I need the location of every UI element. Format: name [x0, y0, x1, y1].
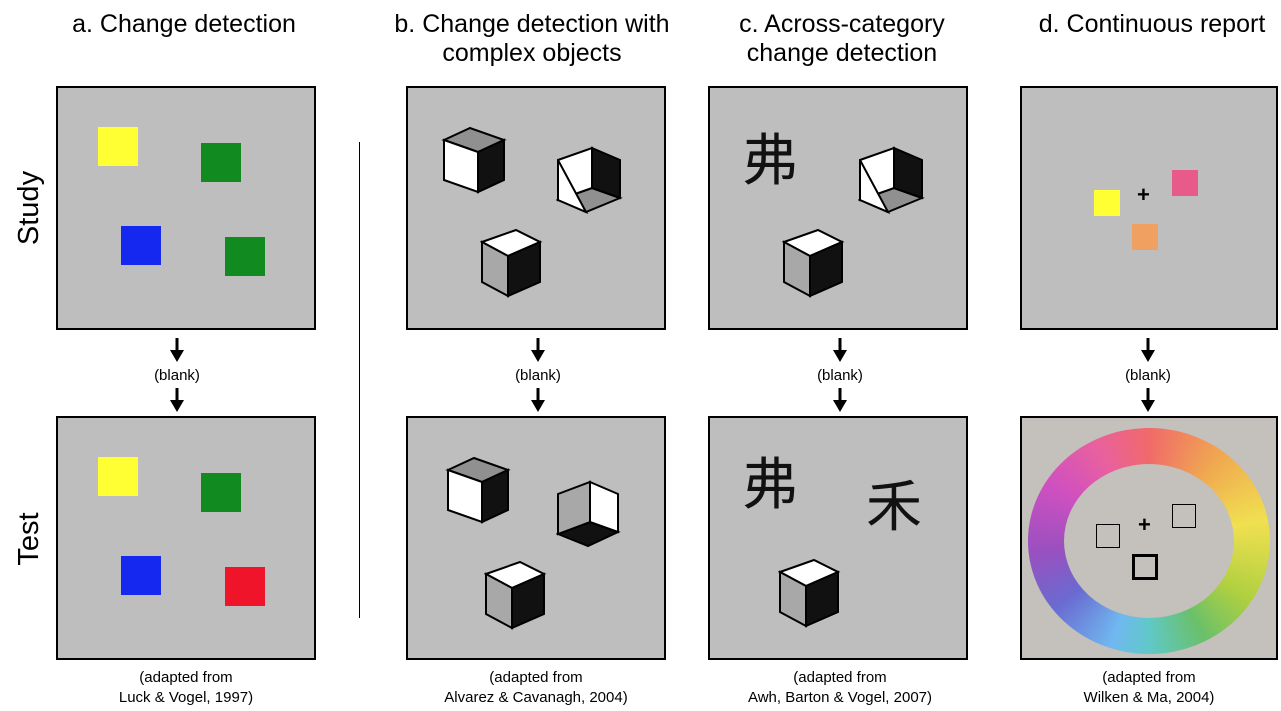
down-arrow-icon: [1141, 338, 1155, 362]
caption-d: (adapted from Wilken & Ma, 2004): [1049, 668, 1249, 708]
cube-shape: [557, 481, 619, 547]
pink-square: [1172, 170, 1198, 196]
down-arrow-icon: [170, 338, 184, 362]
green-square: [225, 237, 265, 276]
down-arrow-icon: [531, 388, 545, 412]
blue-square: [121, 556, 161, 595]
fixation-cross: +: [1137, 182, 1150, 207]
down-arrow-icon: [1141, 388, 1155, 412]
yellow-square: [98, 457, 138, 496]
cube-shape: [481, 229, 541, 297]
down-arrow-icon: [833, 338, 847, 362]
caption-c: (adapted from Awh, Barton & Vogel, 2007): [718, 668, 962, 708]
title-change-detection: a. Change detection: [72, 10, 296, 38]
chinese-character: 弗: [742, 453, 798, 518]
chinese-character: 禾: [866, 475, 922, 540]
panel-d-test: +: [1020, 416, 1278, 660]
caption-a: (adapted from Luck & Vogel, 1997): [86, 668, 286, 708]
square-outline: [1172, 504, 1196, 528]
fixation-cross: +: [1138, 512, 1151, 537]
down-arrow-icon: [531, 338, 545, 362]
yellow-square: [1094, 190, 1120, 216]
cube-shape: [557, 147, 621, 213]
blank-label: (blank): [1125, 367, 1171, 384]
cube-shape: [783, 229, 843, 297]
panel-a-test: [56, 416, 316, 660]
caption-line: Wilken & Ma, 2004): [1083, 689, 1215, 706]
row-label-study: Study: [13, 170, 45, 246]
panel-b-study: [406, 86, 666, 330]
blank-label: (blank): [154, 367, 200, 384]
chinese-character: 弗: [742, 129, 798, 194]
cube-shape: [447, 457, 509, 523]
panel-c-test: 弗 禾: [708, 416, 968, 660]
caption-line: (adapted from: [139, 669, 233, 686]
title-complex-objects-line1: b. Change detection with: [394, 10, 670, 38]
yellow-square: [98, 127, 138, 166]
section-divider: [359, 142, 360, 618]
title-across-category-line1: c. Across-category: [739, 10, 945, 38]
color-wheel[interactable]: [1028, 428, 1270, 654]
caption-line: Alvarez & Cavanagh, 2004): [444, 689, 628, 706]
panel-b-test: [406, 416, 666, 660]
cube-shape: [485, 561, 545, 629]
panel-d-study: +: [1020, 86, 1278, 330]
cube-shape: [859, 147, 923, 213]
caption-line: Awh, Barton & Vogel, 2007): [747, 689, 932, 706]
down-arrow-icon: [170, 388, 184, 412]
row-label-test: Test: [13, 512, 45, 566]
cube-shape: [779, 559, 839, 627]
caption-line: (adapted from: [489, 669, 583, 686]
down-arrow-icon: [833, 388, 847, 412]
color-wheel-center: [1064, 464, 1234, 618]
panel-a-study: [56, 86, 316, 330]
blank-label: (blank): [515, 367, 561, 384]
caption-line: (adapted from: [1102, 669, 1196, 686]
caption-line: (adapted from: [793, 669, 887, 686]
title-across-category-line2: change detection: [746, 39, 938, 67]
orange-square: [1132, 224, 1158, 250]
red-square: [225, 567, 265, 606]
caption-b: (adapted from Alvarez & Cavanagh, 2004): [416, 668, 656, 708]
caption-line: Luck & Vogel, 1997): [118, 689, 254, 706]
blank-label: (blank): [817, 367, 863, 384]
title-continuous-report: d. Continuous report: [1038, 10, 1266, 38]
cube-shape: [443, 127, 505, 193]
green-square: [201, 473, 241, 512]
title-complex-objects-line2: complex objects: [442, 39, 622, 67]
green-square: [201, 143, 241, 182]
panel-c-study: 弗: [708, 86, 968, 330]
square-outline: [1096, 524, 1120, 548]
probe-square-outline: [1132, 554, 1158, 580]
blue-square: [121, 226, 161, 265]
